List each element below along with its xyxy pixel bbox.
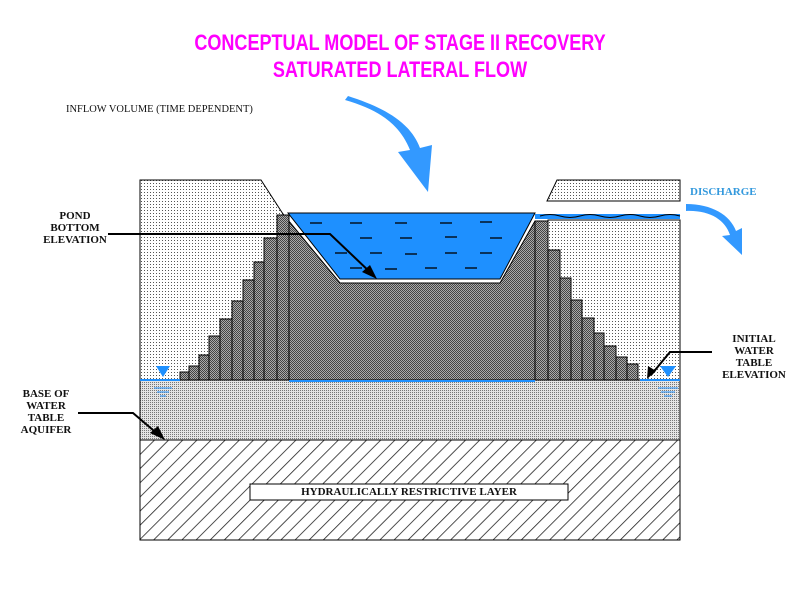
- label-line: INITIAL: [732, 333, 776, 345]
- mound-step: [242, 279, 255, 381]
- mound-step: [208, 335, 221, 381]
- mound-step: [559, 277, 572, 381]
- label-line: TABLE: [27, 412, 65, 424]
- mound-step: [231, 300, 244, 381]
- water-table-symbol-right: [660, 366, 676, 377]
- label-line: ELEVATION: [722, 369, 786, 381]
- pond-arrowhead: [362, 265, 377, 279]
- initial-water-table-label: INITIAL WATER TABLE ELEVATION: [712, 333, 796, 381]
- title-line-2: SATURATED LATERAL FLOW: [272, 57, 528, 82]
- label-line: POND: [59, 210, 91, 222]
- mound-step: [179, 371, 190, 381]
- mound-step: [615, 356, 628, 381]
- water-table-symbol-left: [156, 366, 170, 377]
- label-line: ELEVATION: [43, 234, 107, 246]
- title-line-1: CONCEPTUAL MODEL OF STAGE II RECOVERY: [194, 30, 606, 55]
- label-line: WATER: [734, 345, 774, 357]
- label-line: WATER: [26, 400, 66, 412]
- right-upper-soil: [546, 179, 681, 202]
- left-center-column: [276, 214, 290, 381]
- discharge-arrow-icon: [686, 204, 742, 255]
- inflow-arrow-icon: [345, 96, 432, 192]
- mound-step: [188, 365, 200, 381]
- aquifer-arrowhead: [150, 426, 165, 440]
- label-line: AQUIFER: [20, 424, 72, 436]
- mound-step: [253, 261, 265, 381]
- label-line: TABLE: [735, 357, 773, 369]
- discharge-label: DISCHARGE: [690, 186, 757, 198]
- mound-step: [219, 318, 233, 381]
- label-line: BASE OF: [22, 388, 70, 400]
- aquifer: [139, 379, 681, 441]
- mound-step: [263, 237, 278, 381]
- base-aquifer-label: BASE OF WATER TABLE AQUIFER: [14, 388, 78, 436]
- mound-step: [570, 299, 583, 381]
- mound-step: [626, 363, 639, 381]
- mound-step: [198, 354, 210, 381]
- mound-step: [581, 317, 595, 381]
- pond-water: [286, 212, 536, 280]
- right-center-column: [534, 220, 549, 381]
- mound-step: [547, 249, 561, 381]
- pond-bottom-label: POND BOTTOM ELEVATION: [40, 210, 110, 246]
- inflow-label: INFLOW VOLUME (TIME DEPENDENT): [66, 103, 253, 115]
- mound-step: [603, 345, 617, 381]
- mound-step: [593, 332, 605, 381]
- label-line: BOTTOM: [50, 222, 100, 234]
- water-table-arrowhead: [647, 366, 656, 379]
- restrictive-layer-label: HYDRAULICALLY RESTRICTIVE LAYER: [301, 486, 517, 498]
